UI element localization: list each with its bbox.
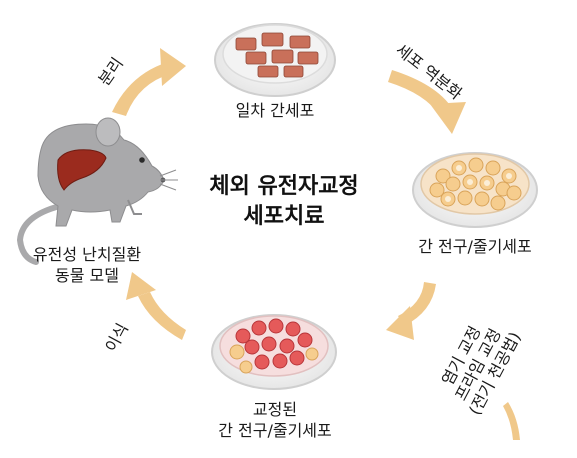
title-line-2: 세포치료 [243, 204, 325, 229]
label-edited-line-1: 교정된 [252, 400, 298, 419]
label-edited-line-2: 간 전구/줄기세포 [218, 421, 332, 440]
arrow-transplant-icon [126, 272, 186, 340]
arrow-dedifferentiation-icon [388, 70, 466, 134]
label-mouse-model: 유전성 난치질환 동물 모델 [2, 244, 172, 286]
label-mouse-line-1: 유전성 난치질환 [32, 245, 142, 264]
arrow-isolation-icon [112, 48, 186, 116]
dish-icon-progenitor [412, 152, 538, 228]
dish-icon-edited [211, 314, 337, 390]
label-edited-cells: 교정된 간 전구/줄기세포 [200, 399, 350, 441]
label-primary-hepatocytes: 일차 간세포 [235, 101, 315, 120]
label-progenitor-cells: 간 전구/줄기세포 [418, 237, 532, 256]
arrow-editing-icon [386, 282, 436, 340]
diagram-title: 체외 유전자교정 세포치료 [178, 172, 390, 232]
dish-icon-primary [214, 23, 336, 97]
liver-icon [57, 149, 107, 191]
title-line-1: 체외 유전자교정 [209, 174, 359, 199]
label-mouse-line-2: 동물 모델 [55, 266, 119, 285]
cycle-arrow-icon [112, 48, 520, 440]
mouse-icon [16, 117, 178, 265]
